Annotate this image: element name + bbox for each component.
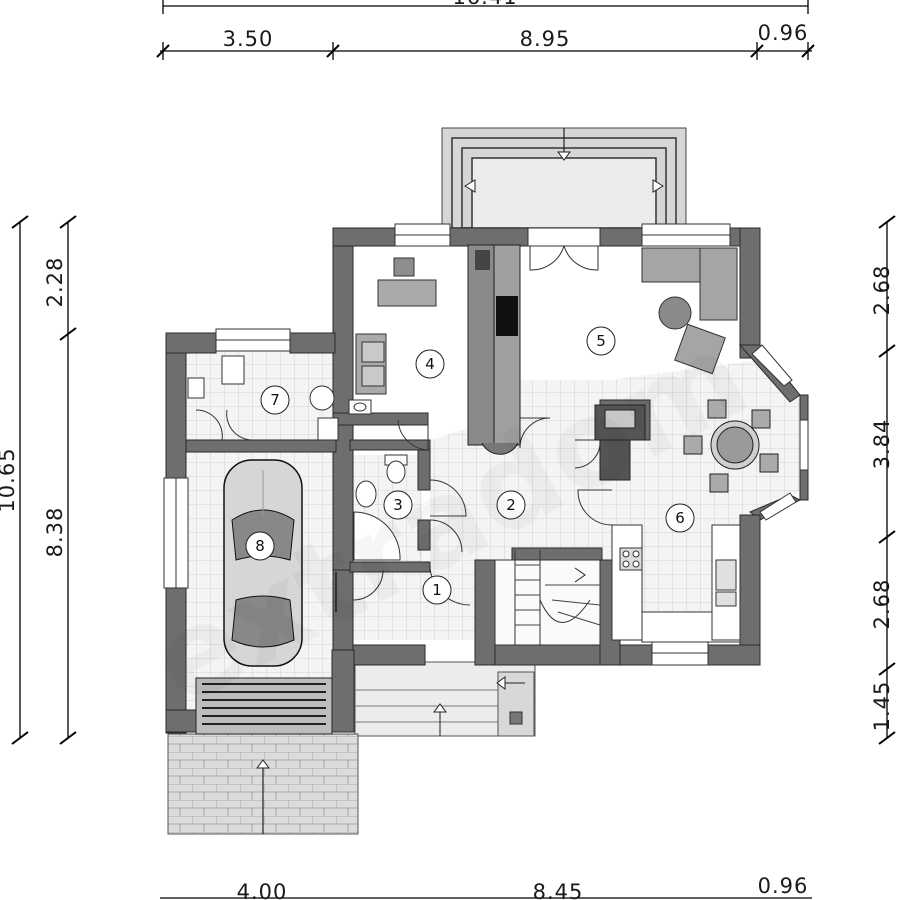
- back-terrace: [441, 127, 687, 229]
- svg-text:4: 4: [425, 355, 435, 373]
- room-5-label: 5: [586, 326, 616, 356]
- kitchen-units: [611, 524, 741, 643]
- right-dim-1: 2.68: [870, 265, 894, 316]
- fireplace-column: [467, 244, 521, 455]
- room-6-label: 6: [665, 503, 695, 533]
- top-dim-3: 0.96: [758, 21, 809, 45]
- svg-text:7: 7: [270, 391, 280, 409]
- room-3-label: 3: [383, 490, 413, 520]
- doors: [195, 227, 613, 612]
- left-overall-label: 10.65: [0, 447, 19, 512]
- kitchen-chimney: [594, 404, 646, 481]
- right-dimension-chain: 2.68 3.84 2.68 1.45: [870, 215, 896, 745]
- windows: [163, 223, 809, 666]
- staircase: [494, 550, 601, 646]
- room-8-label: 8: [245, 531, 275, 561]
- bottom-dim-2: 8.45: [533, 880, 584, 900]
- bottom-dimension-chain: 4.00 8.45 0.96: [160, 874, 812, 900]
- right-dim-3: 2.68: [870, 579, 894, 630]
- svg-text:2: 2: [506, 496, 516, 514]
- left-dimension-overall: 10.65: [0, 215, 29, 745]
- svg-text:3: 3: [393, 496, 403, 514]
- left-dim-2: 8.38: [43, 507, 67, 558]
- left-dimension-chain: 2.28 8.38: [43, 215, 77, 745]
- svg-text:1: 1: [432, 581, 442, 599]
- bottom-dim-3: 0.96: [758, 874, 809, 898]
- room-7-label: 7: [260, 385, 290, 415]
- entrance-porch: [354, 661, 536, 737]
- right-dim-2: 3.84: [870, 419, 894, 470]
- walls: [165, 227, 809, 734]
- bottom-dim-1: 4.00: [237, 880, 288, 900]
- svg-text:5: 5: [596, 332, 606, 350]
- top-dim-2: 8.95: [520, 27, 571, 51]
- top-dimension-chain: 3.50 8.95 0.96: [156, 21, 815, 60]
- right-dim-4: 1.45: [870, 681, 894, 732]
- top-dim-1: 3.50: [223, 27, 274, 51]
- left-dim-1: 2.28: [43, 257, 67, 308]
- svg-text:8: 8: [255, 537, 265, 555]
- driveway: [167, 733, 359, 835]
- room-1-label: 1: [422, 575, 452, 605]
- car: [223, 459, 303, 667]
- office-furniture: [355, 257, 437, 395]
- top-overall-label: 16.41: [452, 0, 517, 9]
- svg-text:6: 6: [675, 509, 685, 527]
- room-2-label: 2: [496, 490, 526, 520]
- room-4-label: 4: [415, 349, 445, 379]
- garage-door: [195, 677, 333, 735]
- bathroom-fixtures: [187, 355, 408, 561]
- living-furniture: [641, 247, 738, 375]
- dining-table: [683, 399, 779, 493]
- room-labels: 1 2 3 4 5 6 7 8: [245, 326, 695, 605]
- top-dimension-overall: 16.41: [162, 0, 809, 14]
